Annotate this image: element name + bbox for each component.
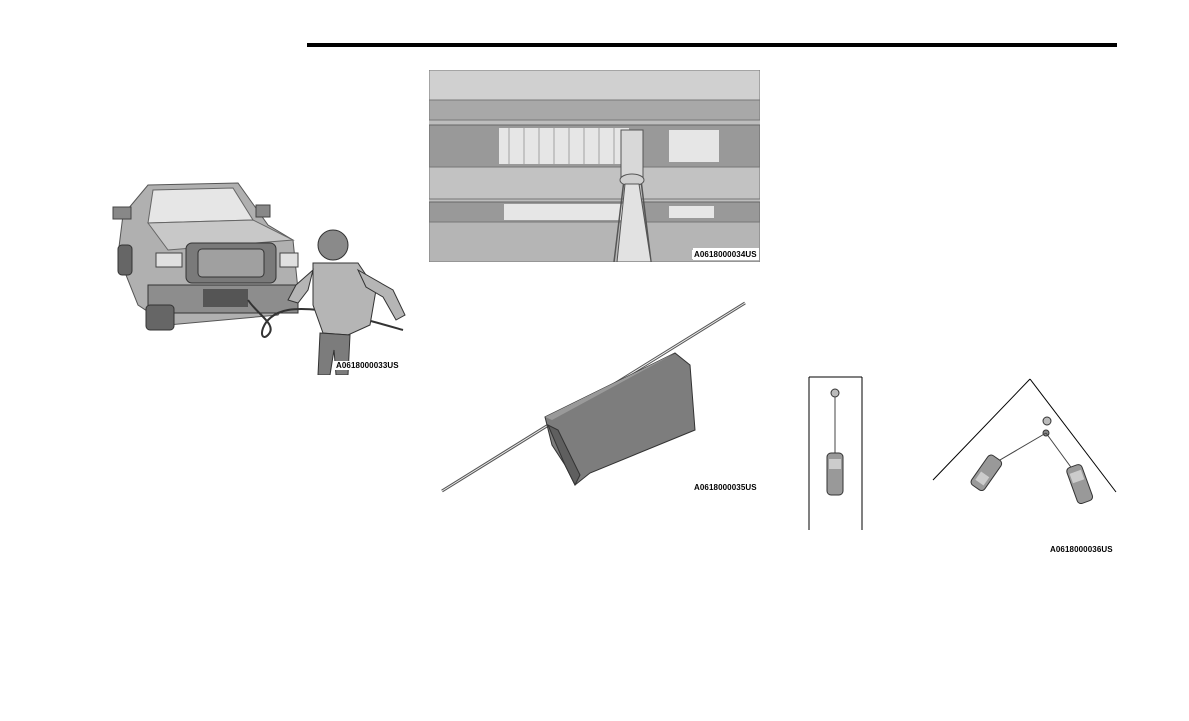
figure-truck-winch (108, 175, 408, 375)
fairlead-illustration (429, 70, 760, 262)
figure-caption: A0618000034US (692, 250, 759, 259)
figure-caption: A0618000033US (334, 361, 401, 370)
truck-winch-illustration (108, 175, 408, 375)
figure-winch-directions (808, 375, 1118, 535)
figure-fairlead (429, 70, 760, 262)
figure-caption: A0618000036US (1050, 545, 1113, 554)
cable-damper-illustration (440, 295, 760, 500)
header-rule (307, 43, 1117, 47)
winch-directions-illustration (808, 375, 1118, 535)
figure-caption: A0618000035US (694, 483, 757, 492)
figure-cable-damper (440, 295, 760, 500)
